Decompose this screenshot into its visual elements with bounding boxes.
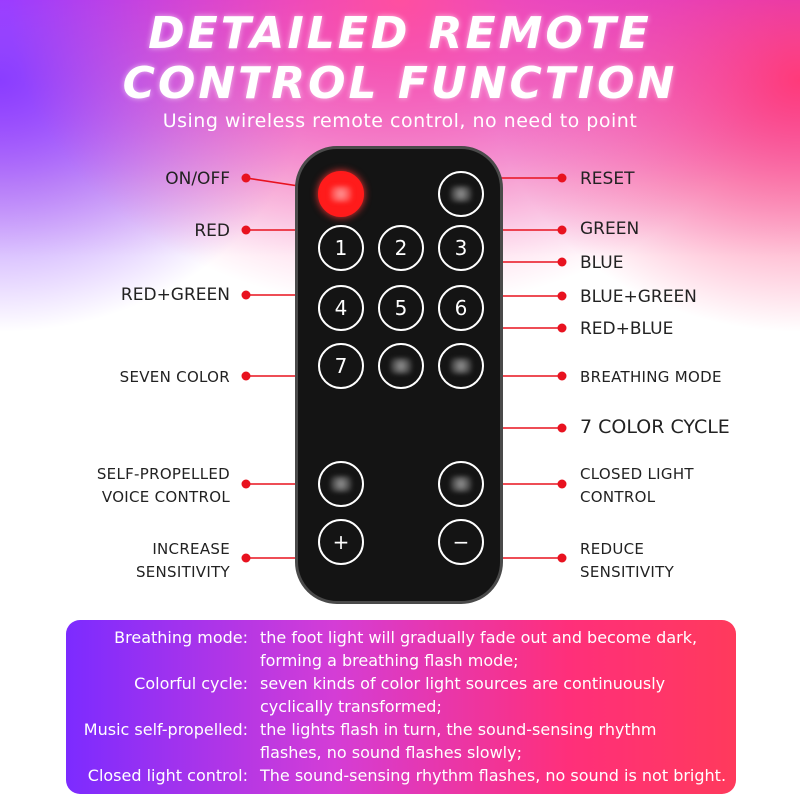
- label-seven-color: SEVEN COLOR: [119, 368, 230, 386]
- description-text: the lights flash in turn, the sound-sens…: [260, 718, 730, 764]
- closed-light-button[interactable]: [438, 461, 484, 507]
- description-term: Breathing mode:: [114, 628, 248, 647]
- description-line: seven kinds of color light sources are c…: [260, 674, 666, 693]
- description-term: Colorful cycle:: [134, 674, 248, 693]
- label-green: GREEN: [580, 219, 640, 239]
- description-text: seven kinds of color light sources are c…: [260, 672, 730, 718]
- label-increase-2: SENSITIVITY: [135, 563, 230, 581]
- label-closed-light-2: CONTROL: [580, 488, 656, 506]
- description-line: forming a breathing flash mode;: [260, 651, 519, 670]
- description-line: The sound-sensing rhythm flashes, no sou…: [260, 766, 727, 785]
- power-icon: [330, 186, 352, 202]
- breathing-mode-button[interactable]: [438, 343, 484, 389]
- color-cycle-icon: [390, 358, 412, 374]
- label-self-propelled-1: SELF-PROPELLED: [96, 465, 230, 483]
- breathing-icon: [450, 358, 472, 374]
- description-line: cyclically transformed;: [260, 697, 442, 716]
- remote-control: 1 2 3 4 5 6 7 + −: [295, 146, 503, 604]
- color-cycle-button[interactable]: [378, 343, 424, 389]
- reset-button[interactable]: [438, 171, 484, 217]
- button-1-red[interactable]: 1: [318, 225, 364, 271]
- page-title-line-1: DETAILED REMOTE: [148, 8, 652, 59]
- label-red: RED: [194, 221, 230, 241]
- label-color-cycle: 7 COLOR CYCLE: [580, 416, 730, 438]
- description-term: Music self-propelled:: [83, 720, 248, 739]
- button-5-red-blue[interactable]: 5: [378, 285, 424, 331]
- description-text: The sound-sensing rhythm flashes, no sou…: [260, 764, 730, 787]
- description-term: Closed light control:: [87, 766, 248, 785]
- button-4-red-green[interactable]: 4: [318, 285, 364, 331]
- label-red-blue: RED+BLUE: [580, 319, 674, 339]
- voice-control-button[interactable]: [318, 461, 364, 507]
- description-line: the foot light will gradually fade out a…: [260, 628, 698, 647]
- reduce-sensitivity-button[interactable]: −: [438, 519, 484, 565]
- power-button[interactable]: [318, 171, 364, 217]
- label-red-green: RED+GREEN: [120, 285, 230, 305]
- label-on-off: ON/OFF: [165, 169, 230, 189]
- button-7-seven-color[interactable]: 7: [318, 343, 364, 389]
- page-subtitle: Using wireless remote control, no need t…: [162, 110, 638, 132]
- voice-control-icon: [330, 476, 352, 492]
- label-self-propelled-2: VOICE CONTROL: [101, 488, 230, 506]
- increase-sensitivity-button[interactable]: +: [318, 519, 364, 565]
- description-text: the foot light will gradually fade out a…: [260, 626, 730, 672]
- label-reset: RESET: [580, 169, 635, 189]
- label-increase-1: INCREASE: [152, 540, 230, 558]
- label-reduce-1: REDUCE: [580, 540, 645, 558]
- description-line: the lights flash in turn, the sound-sens…: [260, 720, 657, 739]
- label-reduce-2: SENSITIVITY: [580, 563, 675, 581]
- closed-light-icon: [450, 476, 472, 492]
- button-3-green[interactable]: 3: [438, 225, 484, 271]
- label-closed-light-1: CLOSED LIGHT: [580, 465, 694, 483]
- description-panel: Breathing mode: the foot light will grad…: [66, 620, 736, 794]
- label-blue: BLUE: [580, 253, 624, 273]
- reset-icon: [450, 186, 472, 202]
- label-blue-green: BLUE+GREEN: [580, 287, 697, 307]
- description-line: flashes, no sound flashes slowly;: [260, 743, 522, 762]
- label-breathing-mode: BREATHING MODE: [580, 368, 722, 386]
- page-title-line-2: CONTROL FUNCTION: [122, 58, 678, 109]
- button-6-blue-green[interactable]: 6: [438, 285, 484, 331]
- button-2-blue[interactable]: 2: [378, 225, 424, 271]
